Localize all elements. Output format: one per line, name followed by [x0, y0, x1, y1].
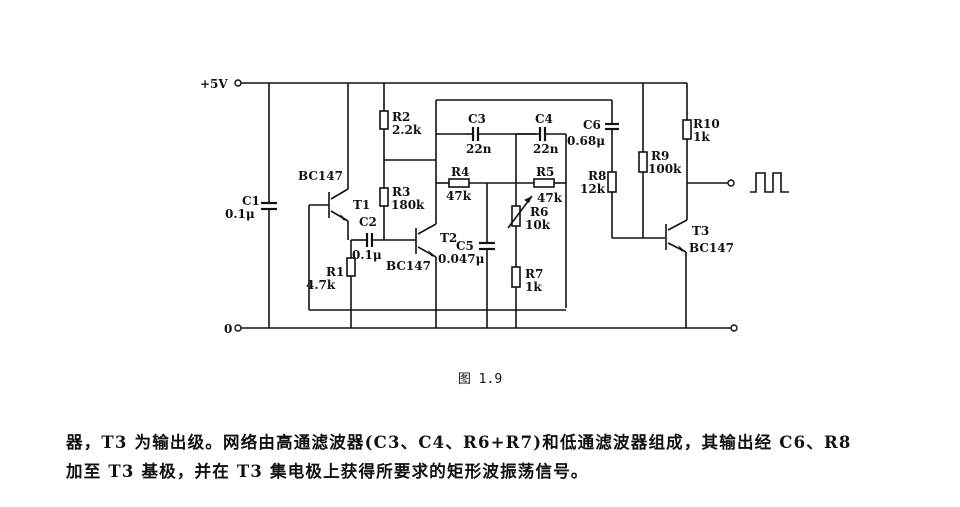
- ground-terminal-right: [730, 324, 738, 332]
- svg-text:R8: R8: [588, 169, 606, 183]
- square-wave-icon: [750, 172, 789, 193]
- svg-text:47k: 47k: [537, 191, 563, 205]
- svg-text:T3: T3: [692, 224, 709, 238]
- svg-text:22n: 22n: [466, 142, 492, 156]
- supply-label: +5V: [200, 77, 228, 91]
- circuit-schematic: +5V 0 C1 0.1μ BC147 T1 R1 4.7k: [200, 77, 789, 336]
- svg-text:1k: 1k: [525, 280, 542, 294]
- svg-text:0.68μ: 0.68μ: [567, 134, 605, 148]
- output: [687, 172, 789, 193]
- svg-text:180k: 180k: [391, 198, 425, 212]
- svg-text:1k: 1k: [693, 130, 710, 144]
- svg-text:BC147: BC147: [386, 259, 431, 273]
- svg-text:R7: R7: [525, 267, 543, 281]
- transistor-t1: BC147 T1: [298, 83, 370, 310]
- svg-text:0.1μ: 0.1μ: [225, 207, 255, 221]
- svg-text:47k: 47k: [446, 189, 472, 203]
- capacitor-c4: C4 22n: [515, 112, 567, 328]
- svg-text:BC147: BC147: [298, 169, 343, 183]
- svg-text:T2: T2: [440, 231, 457, 245]
- capacitor-c5: C5 0.047μ: [438, 183, 495, 328]
- svg-text:4.7k: 4.7k: [306, 278, 336, 292]
- ground-terminal-left: [234, 324, 242, 332]
- svg-text:R1: R1: [326, 265, 344, 279]
- svg-text:12k: 12k: [580, 182, 606, 196]
- svg-text:R5: R5: [536, 165, 554, 179]
- ground-rail: 0: [224, 322, 738, 336]
- svg-text:100k: 100k: [648, 162, 682, 176]
- paragraph-line-2: 加至 T3 基极，并在 T3 集电极上获得所要求的矩形波振荡信号。: [66, 462, 589, 481]
- svg-text:R10: R10: [693, 117, 720, 131]
- transistor-t2: BC147 T2: [386, 100, 457, 328]
- capacitor-c2: C2 0.1μ: [351, 215, 416, 262]
- positive-terminal: [234, 79, 242, 87]
- svg-text:R6: R6: [530, 205, 548, 219]
- svg-text:0.047μ: 0.047μ: [438, 252, 485, 266]
- resistor-r9: R9 100k: [638, 83, 682, 238]
- svg-text:0.1μ: 0.1μ: [352, 248, 382, 262]
- resistor-r5: R5 47k: [516, 165, 566, 205]
- paragraph-line-1: 器，T3 为输出级。网络由高通滤波器(C3、C4、R6+R7)和低通滤波器组成，…: [66, 433, 852, 452]
- svg-text:C4: C4: [535, 112, 553, 126]
- svg-text:R2: R2: [392, 110, 410, 124]
- svg-text:T1: T1: [353, 198, 370, 212]
- svg-text:R4: R4: [451, 165, 469, 179]
- svg-text:22n: 22n: [533, 142, 559, 156]
- resistor-r7: R7 1k: [511, 266, 543, 294]
- transistor-t3: T3 BC147: [665, 219, 734, 328]
- output-terminal: [727, 179, 735, 187]
- svg-text:C3: C3: [468, 112, 486, 126]
- svg-text:C6: C6: [583, 118, 601, 132]
- svg-text:R3: R3: [392, 185, 410, 199]
- figure-caption: 图 1.9: [457, 372, 503, 387]
- svg-text:C1: C1: [242, 194, 260, 208]
- svg-text:2.2k: 2.2k: [392, 123, 422, 137]
- resistor-r8: R8 12k: [580, 169, 665, 239]
- capacitor-c6: C6 0.68μ: [567, 100, 619, 172]
- resistor-r2: R2 2.2k: [379, 83, 422, 160]
- svg-text:R9: R9: [651, 149, 669, 163]
- svg-text:C2: C2: [359, 215, 377, 229]
- resistor-r6: R6 10k: [507, 195, 551, 232]
- svg-text:BC147: BC147: [689, 241, 734, 255]
- resistor-r10: R10 1k: [682, 83, 720, 220]
- capacitor-c1: C1 0.1μ: [225, 83, 277, 328]
- ground-label: 0: [224, 322, 232, 336]
- svg-text:C5: C5: [456, 239, 474, 253]
- resistor-r1: R1 4.7k: [306, 240, 356, 328]
- resistor-r3: R3 180k: [379, 160, 425, 240]
- svg-text:10k: 10k: [525, 218, 551, 232]
- supply-rail: +5V: [200, 77, 687, 91]
- resistor-r4: R4 47k: [436, 165, 516, 203]
